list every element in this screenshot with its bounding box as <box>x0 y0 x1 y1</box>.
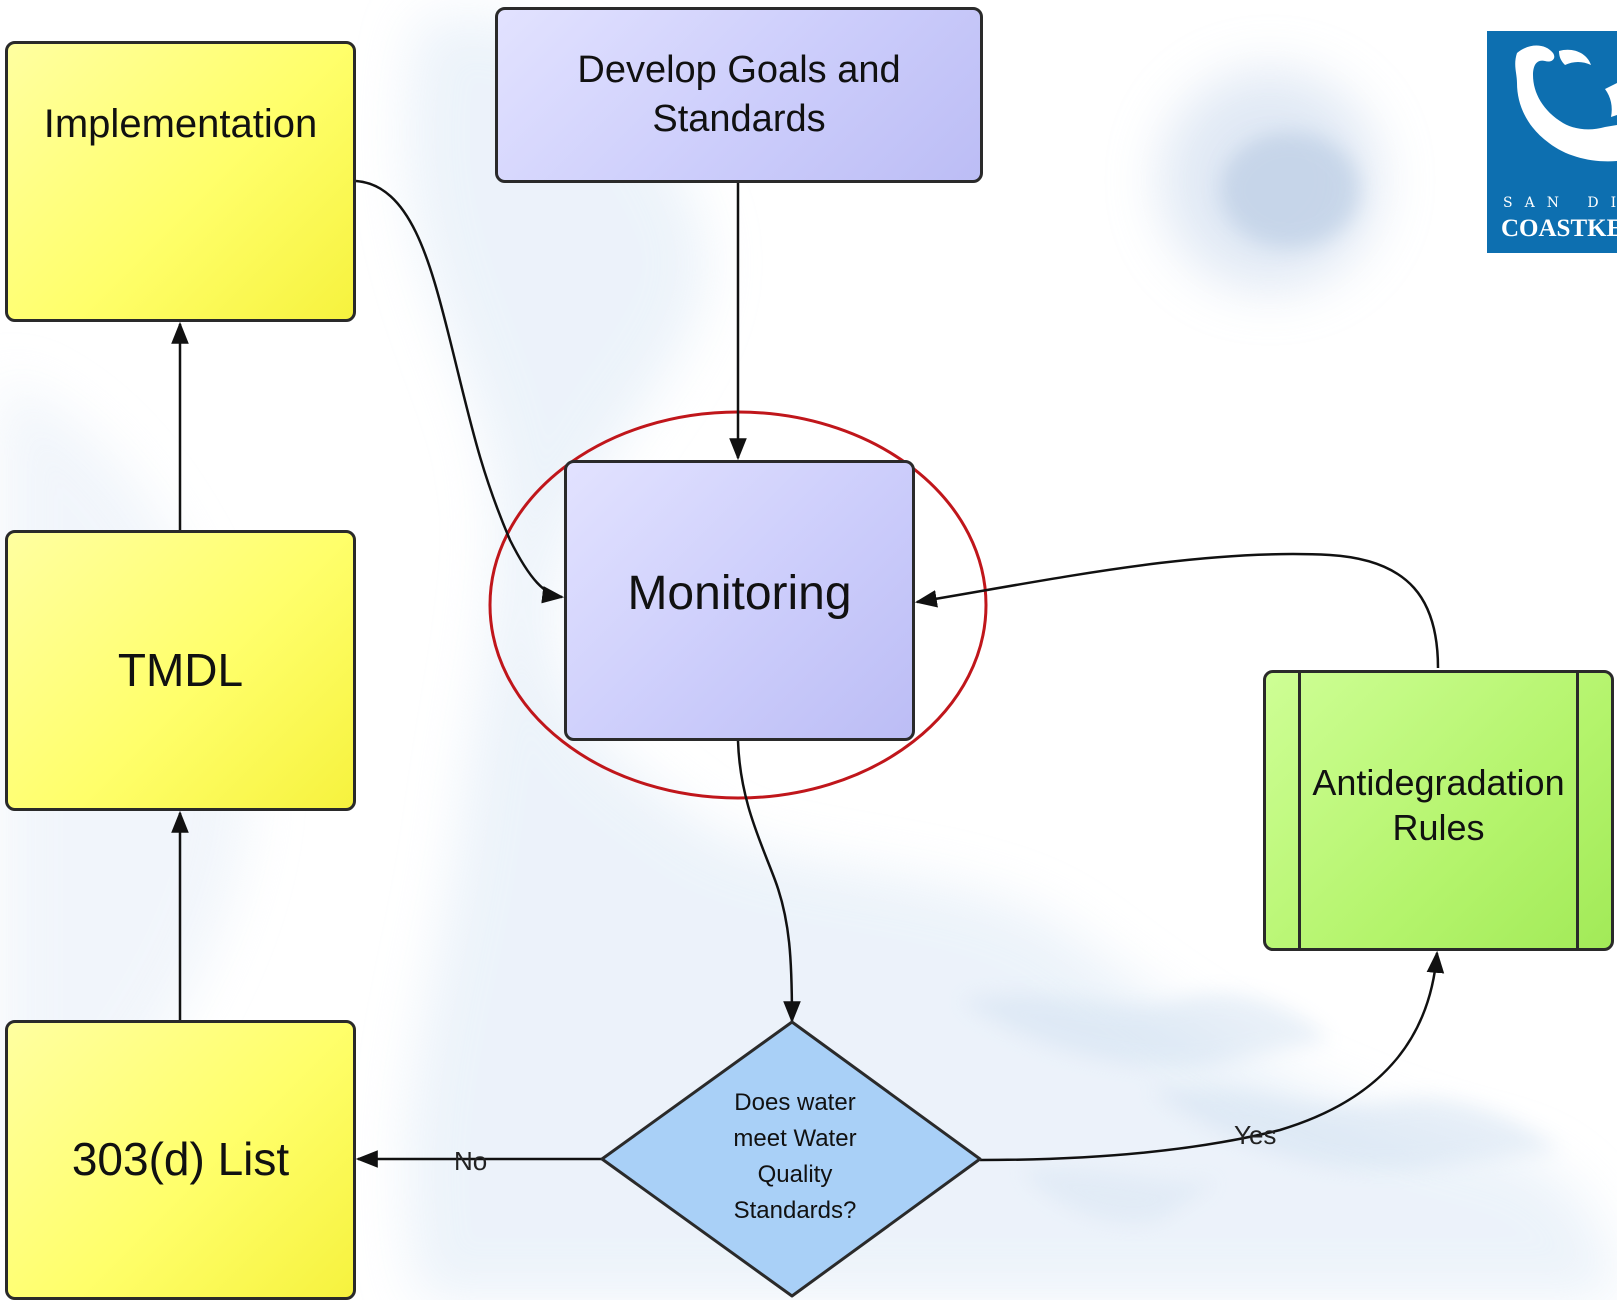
monitoring-box: Monitoring <box>564 460 915 741</box>
antidegradation-label: Antidegradation Rules <box>1312 761 1565 848</box>
develop-goals-box: Develop Goals and Standards <box>495 7 983 183</box>
turtle-icon <box>1515 45 1617 162</box>
list-303d-label: 303(d) List <box>71 1133 290 1186</box>
edge-label-no: No <box>454 1146 488 1176</box>
subprocess-bar-left <box>1298 673 1301 948</box>
logo-text-bottom: COASTKE <box>1501 215 1617 242</box>
list-303d-box: 303(d) List <box>5 1020 356 1300</box>
logo-text-top: SAN DI <box>1503 195 1617 211</box>
antidegradation-box: Antidegradation Rules <box>1263 670 1614 951</box>
edge-label-yes: Yes <box>1234 1120 1277 1150</box>
monitoring-label: Monitoring <box>627 567 852 621</box>
wash-main <box>406 16 1617 1300</box>
implementation-box: Implementation <box>5 41 356 322</box>
develop-goals-label: Develop Goals and Standards <box>577 48 901 140</box>
tmdl-label: TMDL <box>117 643 244 696</box>
subprocess-bar-right <box>1576 673 1579 948</box>
implementation-label: Implementation <box>43 101 318 146</box>
tmdl-box: TMDL <box>5 530 356 811</box>
coastkeeper-logo: SAN DI COASTKE <box>1487 31 1617 253</box>
decision-label: Does water meet Water Quality Standards? <box>733 1089 857 1224</box>
